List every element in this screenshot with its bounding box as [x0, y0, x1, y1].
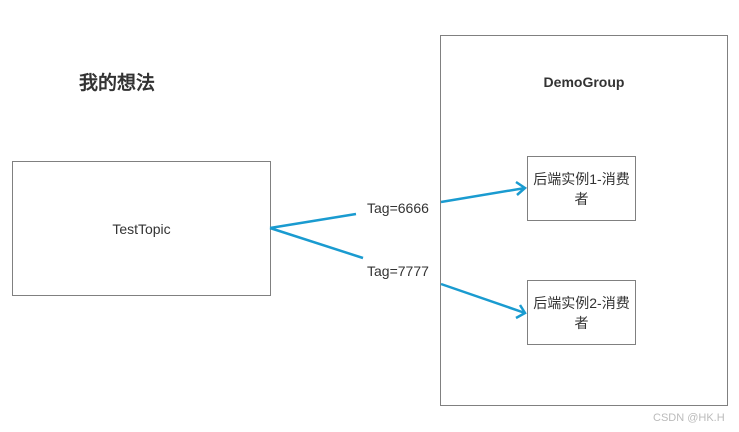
diagram-title: 我的想法	[79, 73, 156, 94]
consumer-box: 后端实例2-消费者	[527, 280, 636, 345]
edge-line	[440, 282, 526, 315]
group-label: DemoGroup	[543, 74, 625, 90]
edge-line	[440, 186, 526, 204]
edge-label: Tag=7777	[367, 263, 429, 279]
edge-label: Tag=6666	[367, 200, 429, 216]
arrowhead-icon	[515, 180, 528, 196]
consumer-label: 后端实例1-消费者	[533, 170, 630, 207]
consumer-box: 后端实例1-消费者	[527, 156, 636, 221]
edge-line	[269, 226, 364, 260]
arrowhead-icon	[515, 304, 527, 320]
topic-label: TestTopic	[112, 220, 171, 237]
edge-line	[269, 212, 357, 230]
consumer-label: 后端实例2-消费者	[533, 294, 630, 331]
watermark: CSDN @HK.H	[653, 412, 725, 424]
